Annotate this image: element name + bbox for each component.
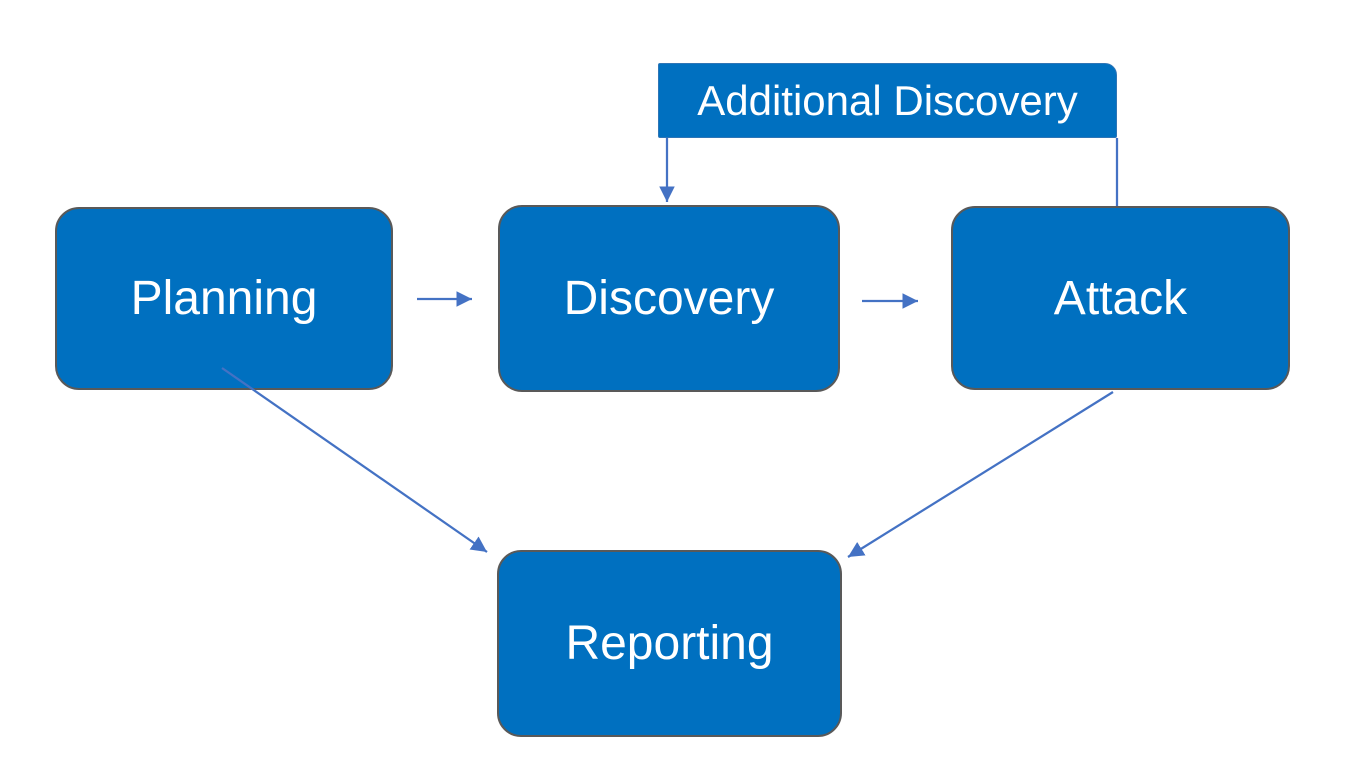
connector-attack-reporting-arrow — [847, 391, 1114, 558]
node-discovery-text: Discovery — [563, 272, 775, 325]
connector-planning-reporting-arrow — [221, 367, 488, 553]
node-planning-text: Planning — [130, 272, 318, 325]
node-reporting: Reporting — [497, 550, 842, 737]
label-additional-discovery: Additional Discovery — [658, 63, 1117, 138]
node-attack: Attack — [951, 206, 1290, 390]
label-additional-discovery-text: Additional Discovery — [697, 76, 1078, 124]
node-attack-text: Attack — [1053, 271, 1188, 325]
node-reporting-text: Reporting — [565, 617, 774, 670]
node-discovery: Discovery — [498, 205, 840, 392]
node-planning: Planning — [55, 207, 393, 390]
